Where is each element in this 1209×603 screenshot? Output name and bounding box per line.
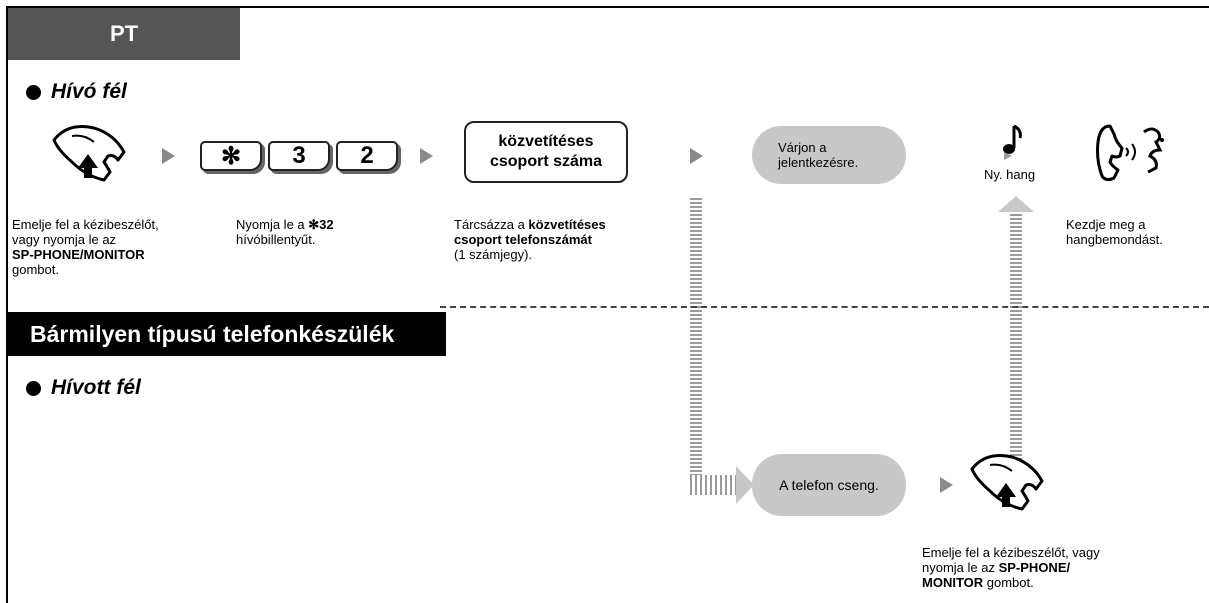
up-arrow-icon (998, 196, 1034, 212)
key-2-label: 2 (360, 142, 374, 169)
step3-bold-1: közvetítéses (528, 217, 606, 232)
number-box-line-2: csoport száma (489, 153, 603, 170)
step2-prefix: Nyomja le a (236, 217, 309, 232)
wait-line-1: Várjon a (778, 140, 827, 155)
play-arrow-icon (940, 477, 953, 493)
wait-pill: Várjon a jelentkezésre. (752, 126, 906, 184)
key-2: 2 (336, 141, 398, 171)
ring-arrow-icon (736, 466, 754, 504)
play-arrow-icon (420, 148, 433, 164)
answer-line-2: nyomja le az (922, 560, 999, 575)
step1-end: gombot. (12, 262, 59, 277)
wait-line-2: jelentkezésre. (778, 155, 859, 170)
signal-connector-down (690, 198, 702, 490)
ring-connector (690, 475, 738, 495)
step3-caption: Tárcsázza a közvetítéses csoport telefon… (454, 217, 684, 262)
answer-bold-2: MONITOR (922, 575, 984, 590)
announce-line-1: Kezdje meg a (1066, 217, 1146, 232)
step1-bold: SP-PHONE/MONITOR (12, 247, 145, 262)
callee-label: Hívott fél (51, 376, 141, 399)
answer-caption: Emelje fel a kézibeszélőt, vagy nyomja l… (922, 545, 1182, 590)
star-key: ✻ (200, 141, 262, 171)
caller-label: Hívó fél (51, 80, 127, 103)
key-3: 3 (268, 141, 330, 171)
announce-line-2: hangbemondást. (1066, 232, 1163, 247)
bullet-icon (26, 380, 41, 396)
section-divider (440, 306, 1209, 308)
answer-bold-1: SP-PHONE/ (998, 560, 1071, 575)
any-phone-label: Bármilyen típusú telefonkészülék (30, 320, 395, 347)
ring-pill: A telefon cseng. (752, 454, 906, 516)
step1-line-1: Emelje fel a kézibeszélőt, (12, 217, 159, 232)
play-arrow-icon (690, 148, 703, 164)
answer-line-1: Emelje fel a kézibeszélőt, vagy (922, 545, 1100, 560)
pt-section-tab: PT (8, 8, 240, 60)
number-box-line-1: közvetítéses (498, 133, 594, 150)
any-phone-section-tab: Bármilyen típusú telefonkészülék (8, 312, 446, 356)
caller-heading: Hívó fél (26, 80, 127, 104)
step1-caption: Emelje fel a kézibeszélőt, vagy nyomja l… (12, 217, 212, 277)
step2-bold: ✻32 (308, 217, 334, 232)
tone-label: Ny. hang (984, 167, 1036, 182)
ring-text: A telefon cseng. (779, 477, 879, 493)
step3-end: (1 számjegy). (454, 247, 533, 262)
note-icon (1003, 124, 1022, 160)
handset-up-icon (52, 125, 126, 182)
announce-caption: Kezdje meg a hangbemondást. (1066, 217, 1206, 247)
step3-prefix: Tárcsázza a (454, 217, 529, 232)
step1-line-2: vagy nyomja le az (12, 232, 117, 247)
key-3-label: 3 (292, 142, 306, 169)
handset-up-icon (970, 454, 1044, 511)
step2-caption: Nyomja le a ✻32 hívóbillentyűt. (236, 217, 416, 247)
frame-top-line (6, 6, 1209, 8)
frame-left-line (6, 6, 8, 603)
step2-end: hívóbillentyűt. (236, 232, 316, 247)
group-number-box: közvetítéses csoport száma (464, 121, 628, 183)
speaking-icon (1096, 124, 1164, 182)
step3-bold-2: csoport telefonszámát (454, 232, 592, 247)
play-arrow-icon (162, 148, 175, 164)
pt-label: PT (109, 21, 139, 46)
signal-connector-up (1010, 210, 1022, 460)
star-key-label: ✻ (220, 142, 242, 170)
bullet-icon (26, 84, 41, 100)
answer-end: gombot. (983, 575, 1034, 590)
callee-heading: Hívott fél (26, 376, 141, 400)
